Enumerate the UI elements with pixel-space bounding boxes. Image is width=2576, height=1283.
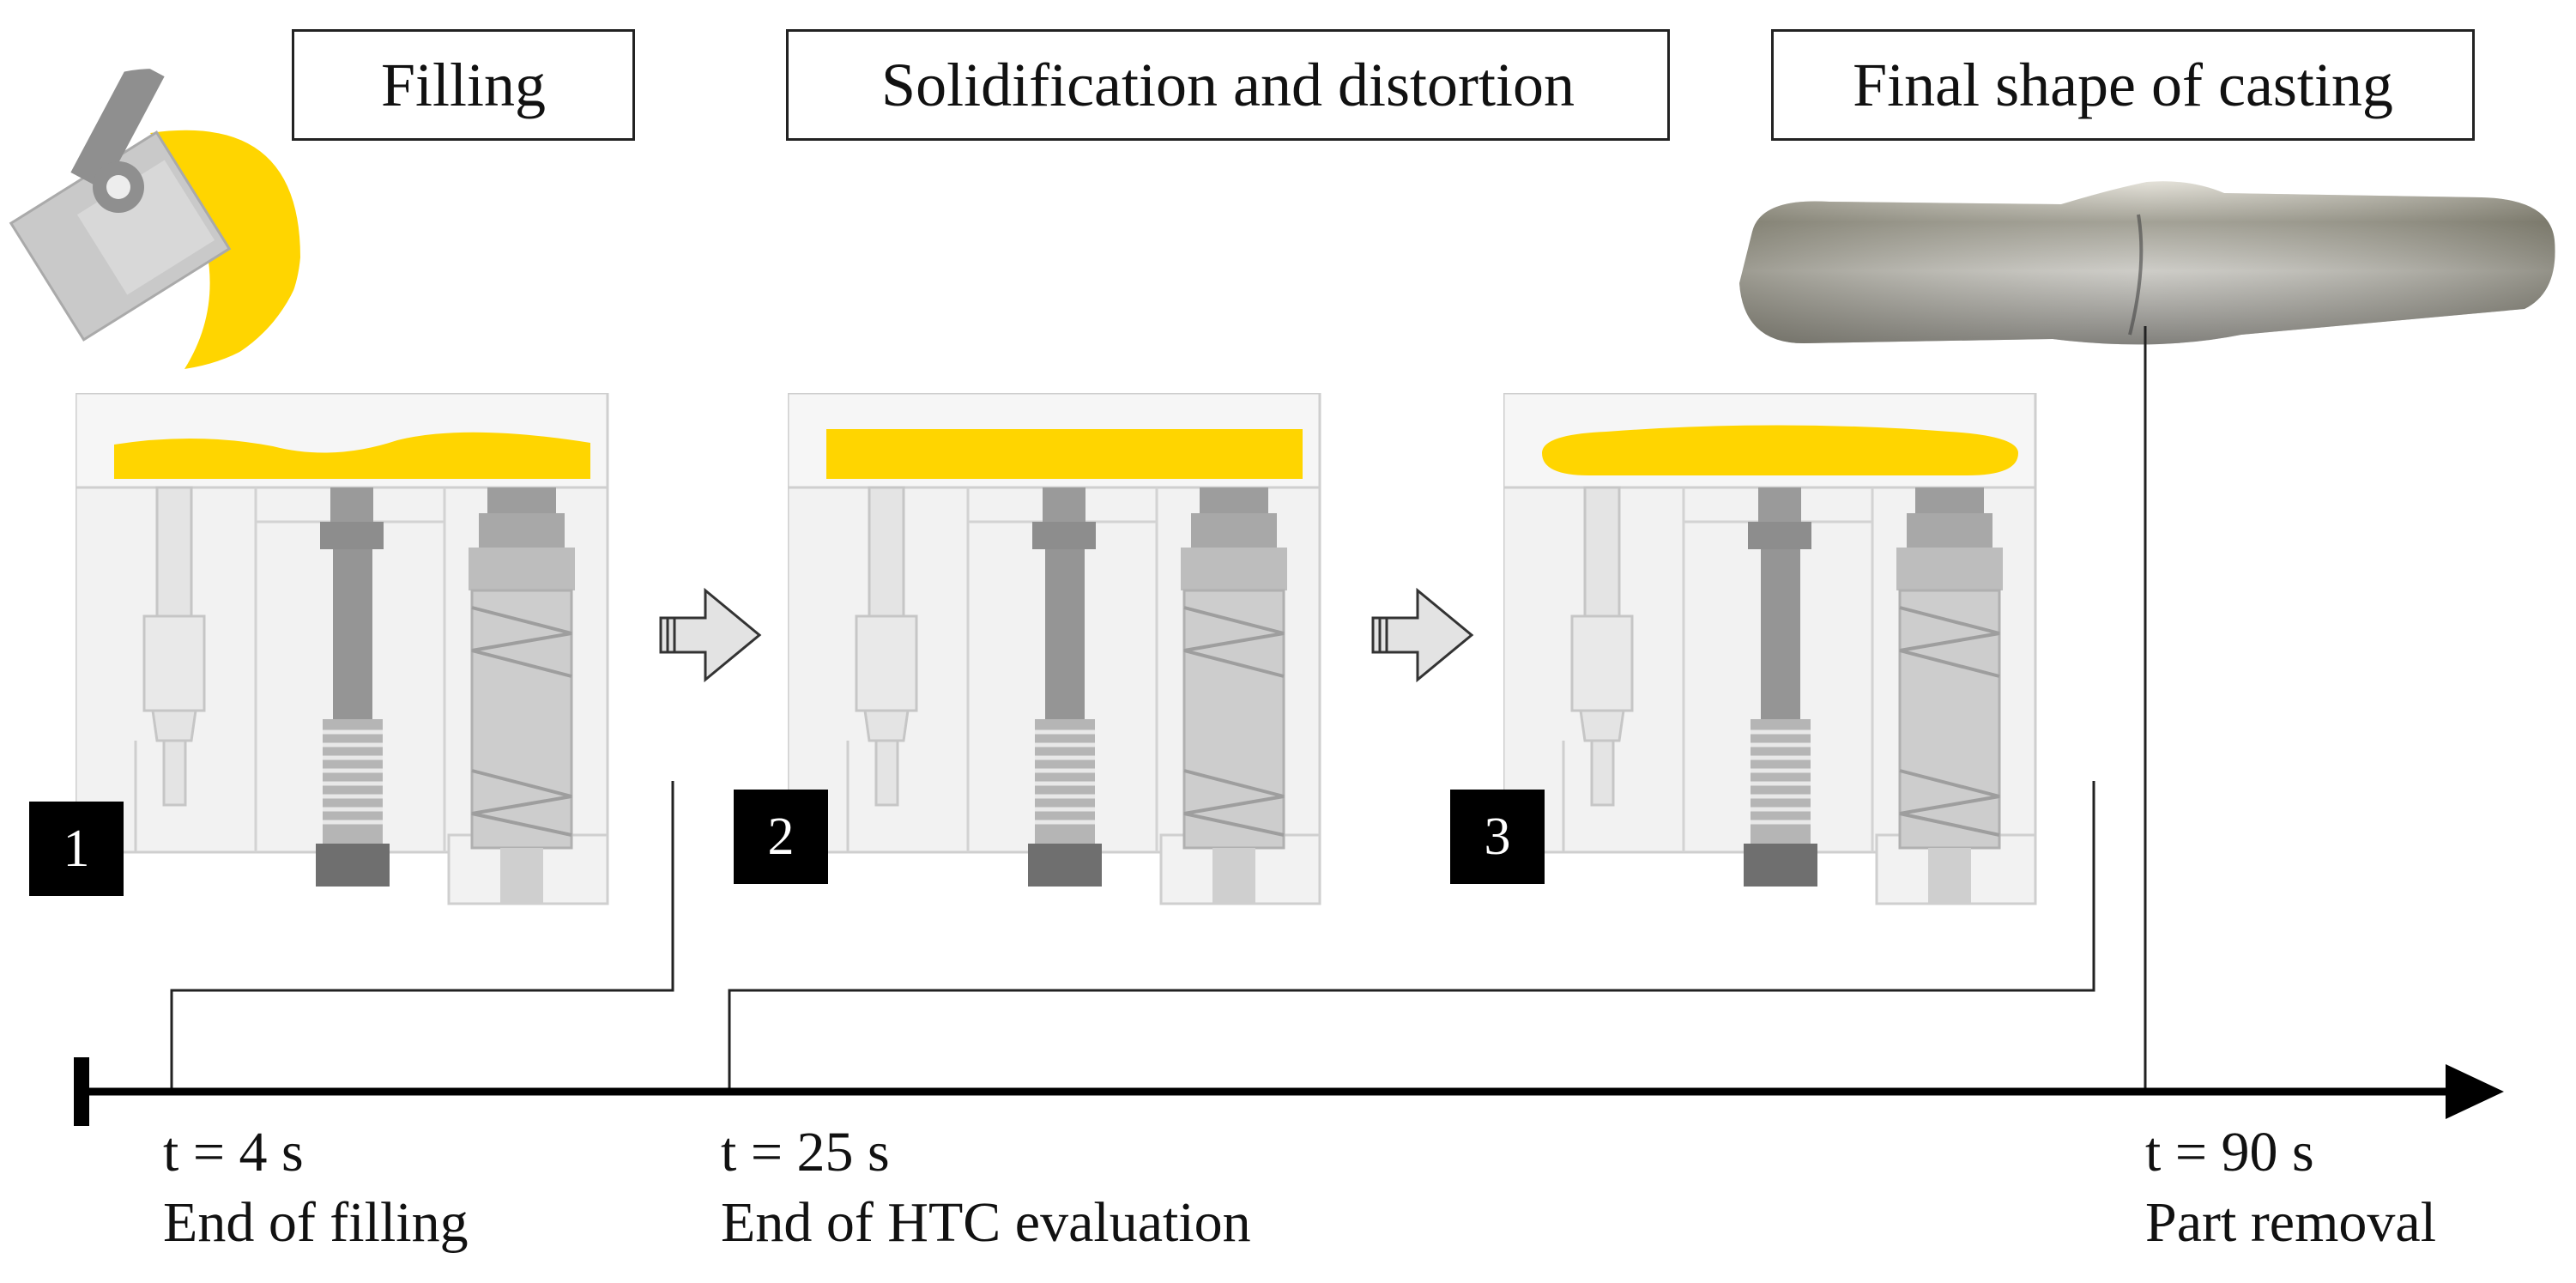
next-step-arrow-icon: [1371, 587, 1474, 683]
header-filling: Filling: [292, 29, 635, 141]
event-label: End of HTC evaluation: [721, 1191, 1251, 1254]
event-label: End of filling: [163, 1191, 469, 1254]
connector-step-2-3: [728, 781, 2095, 1092]
timeline-arrow-icon: [2446, 1064, 2504, 1119]
step-badge-1: 1: [29, 802, 124, 896]
timeline-start-tick: [74, 1057, 89, 1126]
event-label: Part removal: [2145, 1191, 2437, 1254]
die-step-1: [76, 393, 625, 908]
event-time: t = 4 s: [163, 1121, 304, 1183]
step-badge-2: 2: [734, 790, 828, 884]
molten-metal-flat: [826, 429, 1303, 479]
molten-metal-wavy: [114, 432, 590, 479]
event-htc: t = 25 s End of HTC evaluation: [721, 1124, 1251, 1251]
ladle-pouring-icon: [9, 69, 300, 369]
event-filling: t = 4 s End of filling: [163, 1124, 469, 1251]
final-casting-photo: [1739, 181, 2555, 345]
event-removal: t = 90 s Part removal: [2145, 1124, 2436, 1251]
molten-metal-distorted: [1542, 425, 2018, 475]
next-step-arrow-icon: [659, 587, 762, 683]
header-final-shape: Final shape of casting: [1771, 29, 2475, 141]
event-time: t = 25 s: [721, 1121, 890, 1183]
connector-step-1: [170, 781, 674, 1092]
die-step-3: [1503, 393, 2053, 908]
event-time: t = 90 s: [2145, 1121, 2314, 1183]
header-solidification: Solidification and distortion: [786, 29, 1670, 141]
die-step-2: [788, 393, 1337, 908]
step-badge-3: 3: [1450, 790, 1545, 884]
